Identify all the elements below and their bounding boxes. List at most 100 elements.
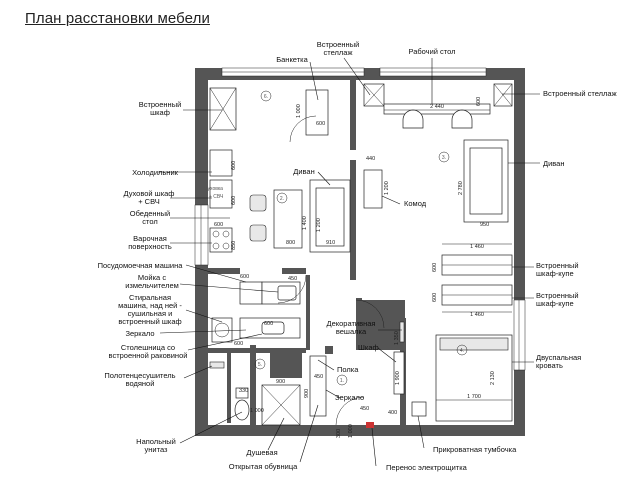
label-line: машина, над ней - xyxy=(118,301,182,310)
dim-950: 950 xyxy=(480,222,489,228)
label-line: встроенный шкаф xyxy=(118,317,181,326)
oven-unit-text: Духовка xyxy=(204,186,223,192)
dim-1700: 1 700 xyxy=(467,394,481,400)
dim-600-fr: 600 xyxy=(231,161,237,170)
label-line: шкаф xyxy=(150,108,170,117)
dim-2440: 2 440 xyxy=(430,104,444,110)
label-bedside-table: Прикроватная тумбочка xyxy=(433,445,517,454)
leader-lines xyxy=(158,57,540,467)
dim-900-b: 900 xyxy=(304,389,310,398)
dim-1350: 1 350 xyxy=(394,331,400,345)
page-title: План расстановки мебели xyxy=(25,10,210,27)
label-line: Мойка с xyxy=(138,273,166,282)
dim-800-sofa: 800 xyxy=(286,240,295,246)
label-line: Полотенцесушитель xyxy=(104,371,175,380)
label-line: шкаф-купе xyxy=(536,299,574,308)
label-oven: Духовой шкаф+ СВЧ xyxy=(124,189,175,206)
label-shelf: Полка xyxy=(337,365,359,374)
dim-450-b: 450 xyxy=(314,374,323,380)
label-work-desk: Рабочий стол xyxy=(408,47,455,56)
dim-600-kit2: 600 xyxy=(240,274,249,280)
label-mirror-left: Зеркало xyxy=(125,329,154,338)
label-socket-transfer: Перенос электрощитка xyxy=(386,463,468,472)
label-cabinet: Шкаф xyxy=(358,343,379,352)
label-commode: Комод xyxy=(404,199,427,208)
label-line: унитаз xyxy=(145,445,169,454)
label-mirror-hall: Зеркало xyxy=(335,393,364,402)
dim-1900: 1 900 xyxy=(395,371,401,385)
dim-600-desk: 600 xyxy=(476,97,482,106)
label-line: сушильная и xyxy=(128,309,173,318)
dim-1000-bench: 1 000 xyxy=(296,104,302,118)
room-numbers: 6. 2. 3. 4. 5. 1. xyxy=(254,90,468,386)
dim-1000-x: 1 000 xyxy=(348,424,354,438)
label-line: Встроенный xyxy=(536,291,579,300)
dim-450-c: 450 xyxy=(360,406,369,412)
furniture xyxy=(209,83,513,428)
dim-1200: 1 200 xyxy=(384,181,390,195)
dim-600-ov: 600 xyxy=(231,196,237,205)
label-line: измельчителем xyxy=(125,281,179,290)
label-line: Столешница со xyxy=(121,343,175,352)
dim-600-w: 600 xyxy=(264,321,273,327)
dim-1000-s: 1 000 xyxy=(250,408,264,414)
dim-1200-tbl: 1 200 xyxy=(316,218,322,232)
label-line: стол xyxy=(142,217,157,226)
dim-440: 440 xyxy=(366,156,375,162)
label-line: кровать xyxy=(536,361,563,370)
label-shower: Душевая xyxy=(246,448,277,457)
dim-600-wc2: 600 xyxy=(432,293,438,302)
dim-300: 300 xyxy=(336,429,342,438)
dim-600-wash: 600 xyxy=(234,341,243,347)
label-sofa-kitchen: Диван xyxy=(293,167,314,176)
label-line: Встроенный xyxy=(139,100,182,109)
label-fridge: Холодильник xyxy=(132,168,179,177)
label-builtin-shelf-right: Встроенный стеллаж xyxy=(543,89,617,98)
label-line: Варочная xyxy=(133,234,167,243)
dim-450: 450 xyxy=(288,276,297,282)
label-line: шкаф-купе xyxy=(536,269,574,278)
room-number-4: 4. xyxy=(460,348,464,354)
dim-1460-a: 1 460 xyxy=(470,244,484,250)
room-number-3: 3. xyxy=(442,155,446,161)
label-line: Напольный xyxy=(136,437,176,446)
label-line: вешалка xyxy=(336,327,367,336)
label-line: Стиральная xyxy=(129,293,171,302)
room-number-5: 5. xyxy=(258,362,262,368)
label-open-shoebox: Открытая обувница xyxy=(229,462,298,471)
label-line: стеллаж xyxy=(324,48,353,57)
room-number-6: 6. xyxy=(264,94,268,100)
dim-1460-b: 1 460 xyxy=(470,312,484,318)
label-line: Встроенный xyxy=(536,261,579,270)
room-number-1: 1. xyxy=(340,378,344,384)
label-dishwasher: Посудомоечная машина xyxy=(98,261,184,270)
dim-910: 910 xyxy=(326,240,335,246)
dim-2130: 2 130 xyxy=(490,371,496,385)
room-number-2: 2. xyxy=(280,196,284,202)
dim-600-kit: 600 xyxy=(214,222,223,228)
label-line: встроенной раковиной xyxy=(109,351,188,360)
label-line: Декоративная xyxy=(327,319,376,328)
label-sofa-right: Диван xyxy=(543,159,564,168)
label-banketka: Банкетка xyxy=(276,55,308,64)
dim-850: 850 xyxy=(231,241,237,250)
label-line: Встроенный xyxy=(317,40,360,49)
